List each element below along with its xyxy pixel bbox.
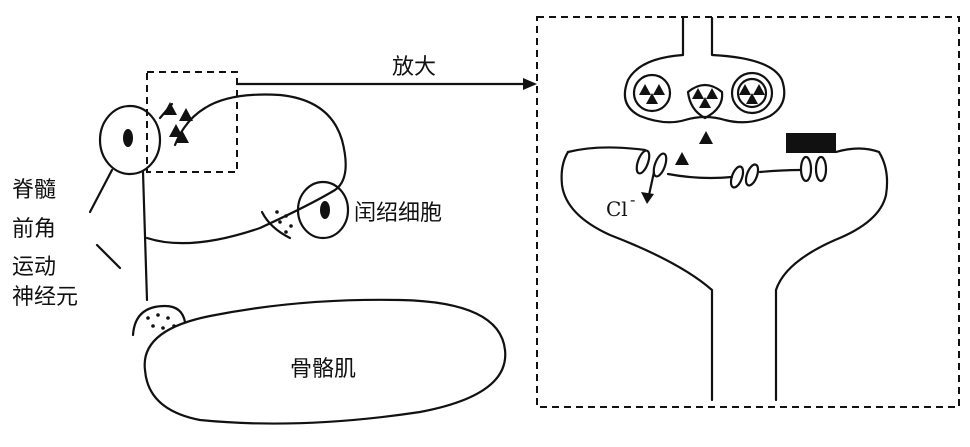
transmitter-triangle bbox=[169, 124, 183, 137]
vesicle-dot bbox=[161, 326, 165, 330]
postsynaptic-membrane-mid2 bbox=[758, 168, 802, 174]
vesicle-dot bbox=[275, 210, 279, 214]
chloride-charge: - bbox=[630, 190, 635, 209]
motor-neuron-nucleus bbox=[123, 129, 133, 147]
motor-neuron-label-line4: 神经元 bbox=[12, 285, 78, 310]
vesicle-dot bbox=[156, 313, 160, 317]
blocking-toxin bbox=[786, 133, 836, 153]
chloride-influx-arrow bbox=[647, 170, 656, 197]
membrane-protein bbox=[729, 165, 745, 189]
magnify-arrow-head bbox=[523, 78, 537, 90]
postsynaptic-membrane-right bbox=[774, 150, 889, 402]
vesicle-transmitter bbox=[706, 88, 718, 99]
synaptic-vesicle-inner bbox=[736, 77, 768, 109]
vesicle-dot bbox=[166, 316, 170, 320]
label-pointer-upper bbox=[88, 168, 114, 214]
skeletal-muscle bbox=[143, 298, 507, 425]
chloride-label: Cl bbox=[606, 197, 628, 221]
renshaw-cell-body bbox=[296, 180, 350, 240]
postsynaptic-top-left bbox=[566, 146, 647, 154]
renshaw-cell-label: 闰绍细胞 bbox=[354, 201, 442, 226]
transmitter-triangle bbox=[175, 130, 189, 143]
motor-neuron-label-line3: 运动 bbox=[12, 255, 56, 280]
membrane-protein bbox=[744, 163, 760, 187]
vesicle-dot bbox=[289, 224, 293, 228]
vesicle-transmitter bbox=[753, 84, 765, 95]
vesicle-transmitter bbox=[646, 93, 658, 104]
blocked-receptor bbox=[814, 155, 828, 183]
vesicle-dot bbox=[278, 220, 282, 224]
transmitter-triangle bbox=[179, 108, 193, 121]
skeletal-muscle-label: 骨骼肌 bbox=[290, 357, 356, 382]
postsynaptic-top-right bbox=[834, 147, 881, 154]
chloride-channel bbox=[652, 152, 668, 178]
vesicle-dot bbox=[146, 316, 150, 320]
fusing-vesicle bbox=[686, 83, 724, 120]
vesicle-dot bbox=[151, 324, 155, 328]
motor-neuron-soma bbox=[98, 104, 162, 176]
motor-axon bbox=[141, 170, 149, 302]
vesicle-transmitter bbox=[746, 93, 758, 104]
collateral-terminal bbox=[260, 210, 292, 240]
blocked-receptor bbox=[799, 155, 813, 183]
chloride-channel bbox=[635, 149, 651, 175]
transmitter-triangle bbox=[163, 102, 177, 115]
chloride-arrow-head bbox=[641, 192, 654, 204]
vesicle-transmitter bbox=[653, 84, 665, 95]
released-transmitter bbox=[699, 131, 713, 144]
renshaw-cell-nucleus bbox=[320, 201, 330, 219]
vesicle-transmitter bbox=[639, 84, 651, 95]
released-transmitter bbox=[675, 152, 689, 165]
postsynaptic-membrane bbox=[560, 150, 714, 402]
motor-neuron-label-line2: 前角 bbox=[12, 217, 56, 242]
vesicle-transmitter bbox=[692, 88, 704, 99]
zoom-panel-frame bbox=[536, 16, 960, 408]
motor-neuron-label-line1: 脊髓 bbox=[12, 178, 56, 203]
magnify-region-box bbox=[146, 71, 238, 173]
vesicle-transmitter bbox=[699, 97, 711, 108]
synaptic-vesicle bbox=[632, 73, 672, 113]
postsynaptic-membrane-mid bbox=[666, 172, 734, 180]
magnify-label: 放大 bbox=[392, 55, 436, 80]
neuromuscular-terminal bbox=[131, 304, 187, 337]
vesicle-dot bbox=[284, 230, 288, 234]
synaptic-vesicle bbox=[730, 71, 774, 115]
vesicle-dot bbox=[284, 214, 288, 218]
vesicle-transmitter bbox=[739, 84, 751, 95]
label-pointer-lower bbox=[95, 243, 122, 270]
axon-collateral bbox=[145, 93, 347, 245]
